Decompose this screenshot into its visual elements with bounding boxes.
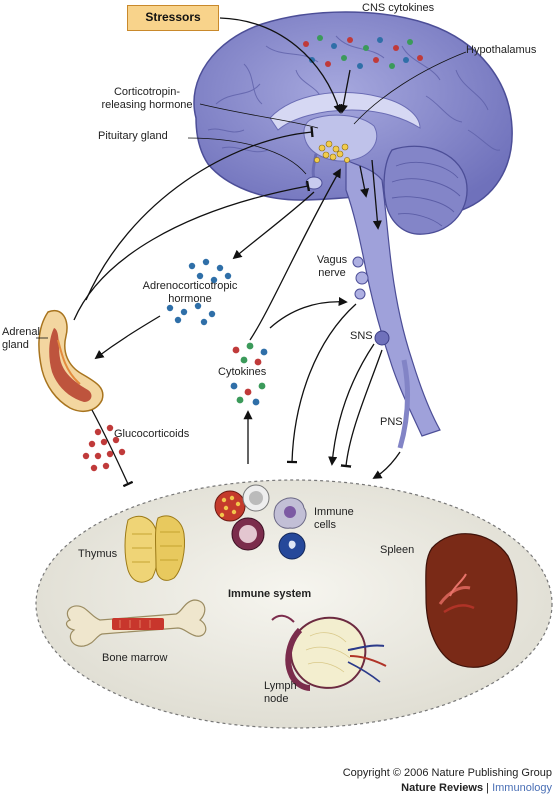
pns-label: PNS xyxy=(380,416,403,428)
lymph-node xyxy=(271,614,387,691)
line-hypothalamus-label xyxy=(353,51,467,125)
journal-name: Immunology xyxy=(492,782,552,794)
pns-nerve xyxy=(397,359,410,449)
cerebellum xyxy=(383,145,468,235)
arrow-cns-cytokines-to-hypothalamus xyxy=(338,69,351,114)
spleen-label: Spleen xyxy=(380,544,415,556)
pathway-arrows xyxy=(36,17,467,488)
copyright-line: Copyright © 2006 Nature Publishing Group xyxy=(342,767,552,779)
arrow-hypothalamus-down xyxy=(359,165,370,198)
glucocorticoid-dots xyxy=(82,424,126,472)
acth-label: Adrenocorticotropic hormone xyxy=(128,280,252,306)
arrow-stressors-to-hypothalamus xyxy=(219,17,343,114)
stressors-box: Stressors xyxy=(127,5,219,31)
arrow-pns-to-immune xyxy=(372,451,401,479)
cytokines-label: Cytokines xyxy=(218,366,267,378)
immune-cells-label: Immune cells xyxy=(314,506,354,532)
adrenal-label-line1: Adrenal xyxy=(2,326,40,338)
sns-ganglion xyxy=(374,330,390,346)
hypothalamus-label: Hypothalamus xyxy=(466,44,537,56)
immune-cells xyxy=(214,484,307,560)
lymph-node-label-line1: Lymph xyxy=(264,680,297,692)
journal-separator: | xyxy=(483,782,493,794)
arrow-pituitary-to-acth xyxy=(232,191,315,260)
brainstem-spinal-cord xyxy=(345,159,441,437)
vagus-label-line1: Vagus xyxy=(316,254,348,266)
bone-marrow-label: Bone marrow xyxy=(102,652,168,664)
bone-marrow-core xyxy=(112,618,164,630)
lymph-node-label-line2: node xyxy=(264,693,289,705)
inhibit-sns-to-immune xyxy=(340,349,383,468)
bone xyxy=(65,599,207,647)
pituitary-body xyxy=(305,176,323,190)
acth-label-line2: hormone xyxy=(168,293,212,305)
arrow-cytokines-to-vagus xyxy=(269,296,348,329)
pituitary-stalk xyxy=(311,153,318,179)
crh-label-line1: Corticotropin- xyxy=(113,86,181,98)
crh-label: Corticotropin- releasing hormone xyxy=(86,86,208,112)
copyright-block: Copyright © 2006 Nature Publishing Group… xyxy=(300,766,552,796)
crh-label-line2: releasing hormone xyxy=(101,99,193,111)
cerebellum-folia xyxy=(391,161,461,227)
arrow-acth-to-adrenal xyxy=(94,315,161,360)
journal-line: Nature Reviews | Immunology xyxy=(300,781,552,796)
arrow-brainstem-to-sns xyxy=(371,159,382,230)
brain xyxy=(193,11,513,449)
corpus-callosum xyxy=(269,92,421,131)
lymph-node-label: Lymph node xyxy=(264,680,297,706)
adrenal-label-line2: gland xyxy=(2,339,29,351)
acth-dots xyxy=(166,258,232,326)
cns-cytokines-label: CNS cytokines xyxy=(362,2,435,14)
arrow-cytokines-to-brain xyxy=(249,168,341,341)
vagus-label: Vagus nerve xyxy=(310,254,354,280)
cytokine-dots xyxy=(230,342,268,406)
thymus xyxy=(124,515,185,583)
vagus-ganglia xyxy=(352,256,369,300)
acth-label-line1: Adrenocorticotropic xyxy=(142,280,238,292)
inhibit-vagus-to-immune xyxy=(286,303,357,464)
cns-cytokine-dots xyxy=(303,35,423,69)
line-crh-label xyxy=(199,103,319,129)
vagus-label-line2: nerve xyxy=(318,267,346,279)
inhibit-glucocorticoids-to-immune xyxy=(91,409,134,488)
glucocorticoids-label: Glucocorticoids xyxy=(114,428,190,440)
adrenal-gland xyxy=(38,309,104,413)
line-pituitary-label xyxy=(187,137,307,175)
brand-name: Nature Reviews xyxy=(401,782,484,794)
thymus-label: Thymus xyxy=(78,548,118,560)
arrow-sns-to-immune-1 xyxy=(328,343,375,466)
adrenal-label: Adrenal gland xyxy=(2,326,40,352)
immune-system-label: Immune system xyxy=(228,588,312,600)
immune-cells-label-line1: Immune xyxy=(314,506,354,518)
immune-cells-label-line2: cells xyxy=(314,519,337,531)
spleen xyxy=(425,533,518,668)
pituitary-label: Pituitary gland xyxy=(98,130,168,142)
inhibit-adrenal-to-hypothalamus xyxy=(85,126,314,301)
hypothalamus-cells xyxy=(314,140,350,163)
sns-label: SNS xyxy=(350,330,373,342)
